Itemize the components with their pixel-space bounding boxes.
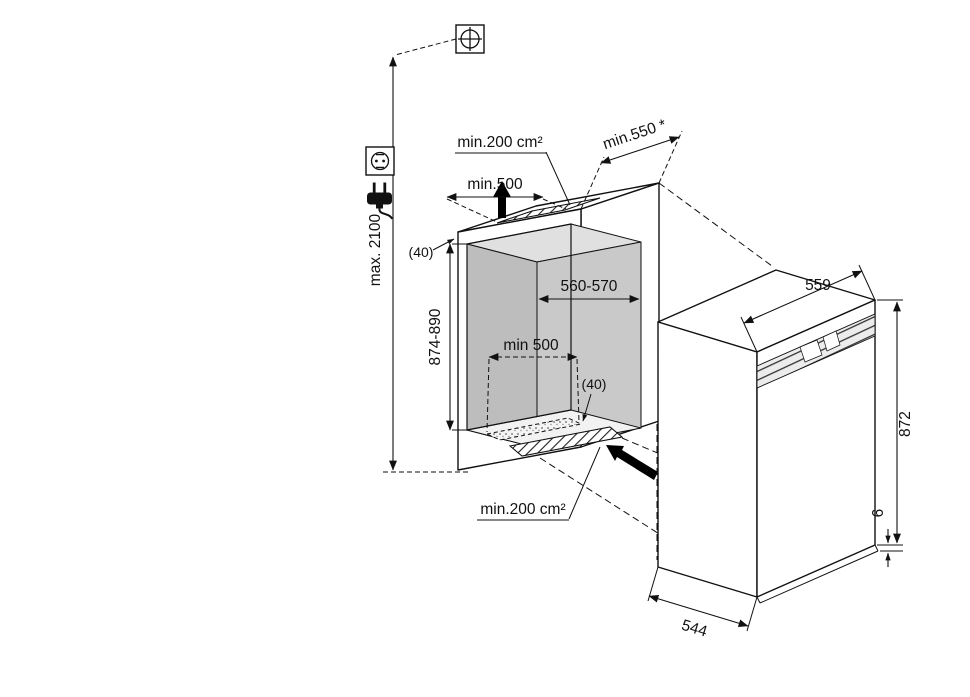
mounting-point-icon — [455, 24, 485, 54]
callout-floor-clearance: (40) — [582, 376, 607, 422]
door-grille-highlight — [799, 339, 823, 363]
label-niche-height: 874-890 — [427, 308, 444, 365]
label-appliance-depth: 544 — [679, 617, 709, 641]
label-niche-width: 560-570 — [561, 278, 618, 295]
niche-cabinet — [457, 182, 660, 471]
dimension-socket-max-height: max. 2100 — [367, 38, 468, 473]
label-niche-depth: min.550 * — [601, 116, 669, 153]
label-floor-vent-width: min 500 — [503, 337, 559, 354]
fridge-left-face — [657, 321, 758, 598]
dimension-niche-width: 560-570 — [538, 278, 640, 303]
callout-top-vent-area: min.200 cm² — [455, 134, 571, 206]
power-plug-icon — [367, 182, 393, 220]
dimension-appliance-depth: 544 — [647, 566, 758, 641]
door-grille-highlight — [822, 330, 841, 352]
dimension-appliance-width: 559 — [740, 264, 876, 353]
niche-opening-outline — [466, 223, 572, 431]
door-bottom-edge — [759, 550, 879, 604]
power-socket-icon — [365, 146, 395, 176]
door-bottom-edge-right — [874, 544, 879, 552]
airflow-bottom-arrow — [606, 445, 658, 480]
label-door-gap: 6 — [870, 509, 887, 518]
label-socket-max-height: max. 2100 — [367, 213, 384, 286]
label-top-clearance: (40) — [409, 244, 434, 260]
top-vent-slot — [496, 197, 601, 224]
label-appliance-height: 872 — [897, 411, 914, 437]
label-top-vent-width: min.500 — [467, 176, 523, 193]
plinth-vent-grille — [508, 426, 624, 457]
dimension-top-vent-width: min.500 — [446, 176, 567, 223]
label-top-vent-area: min.200 cm² — [457, 134, 542, 151]
dimension-appliance-height: 872 — [877, 299, 914, 546]
label-bottom-vent-area: min.200 cm² — [480, 501, 565, 518]
floor-vent-slot — [485, 417, 583, 441]
dimension-niche-height: 874-890 — [427, 243, 467, 431]
refrigerator — [657, 269, 879, 604]
door-bottom-edge-left — [756, 596, 761, 604]
callout-top-clearance: (40) — [409, 238, 455, 260]
callout-bottom-vent-area: min.200 cm² — [477, 446, 601, 521]
label-appliance-width: 559 — [805, 277, 831, 294]
label-floor-clearance: (40) — [582, 376, 607, 392]
dimension-floor-vent-width: min 500 — [486, 337, 580, 433]
dimension-door-gap: 6 — [870, 509, 903, 567]
